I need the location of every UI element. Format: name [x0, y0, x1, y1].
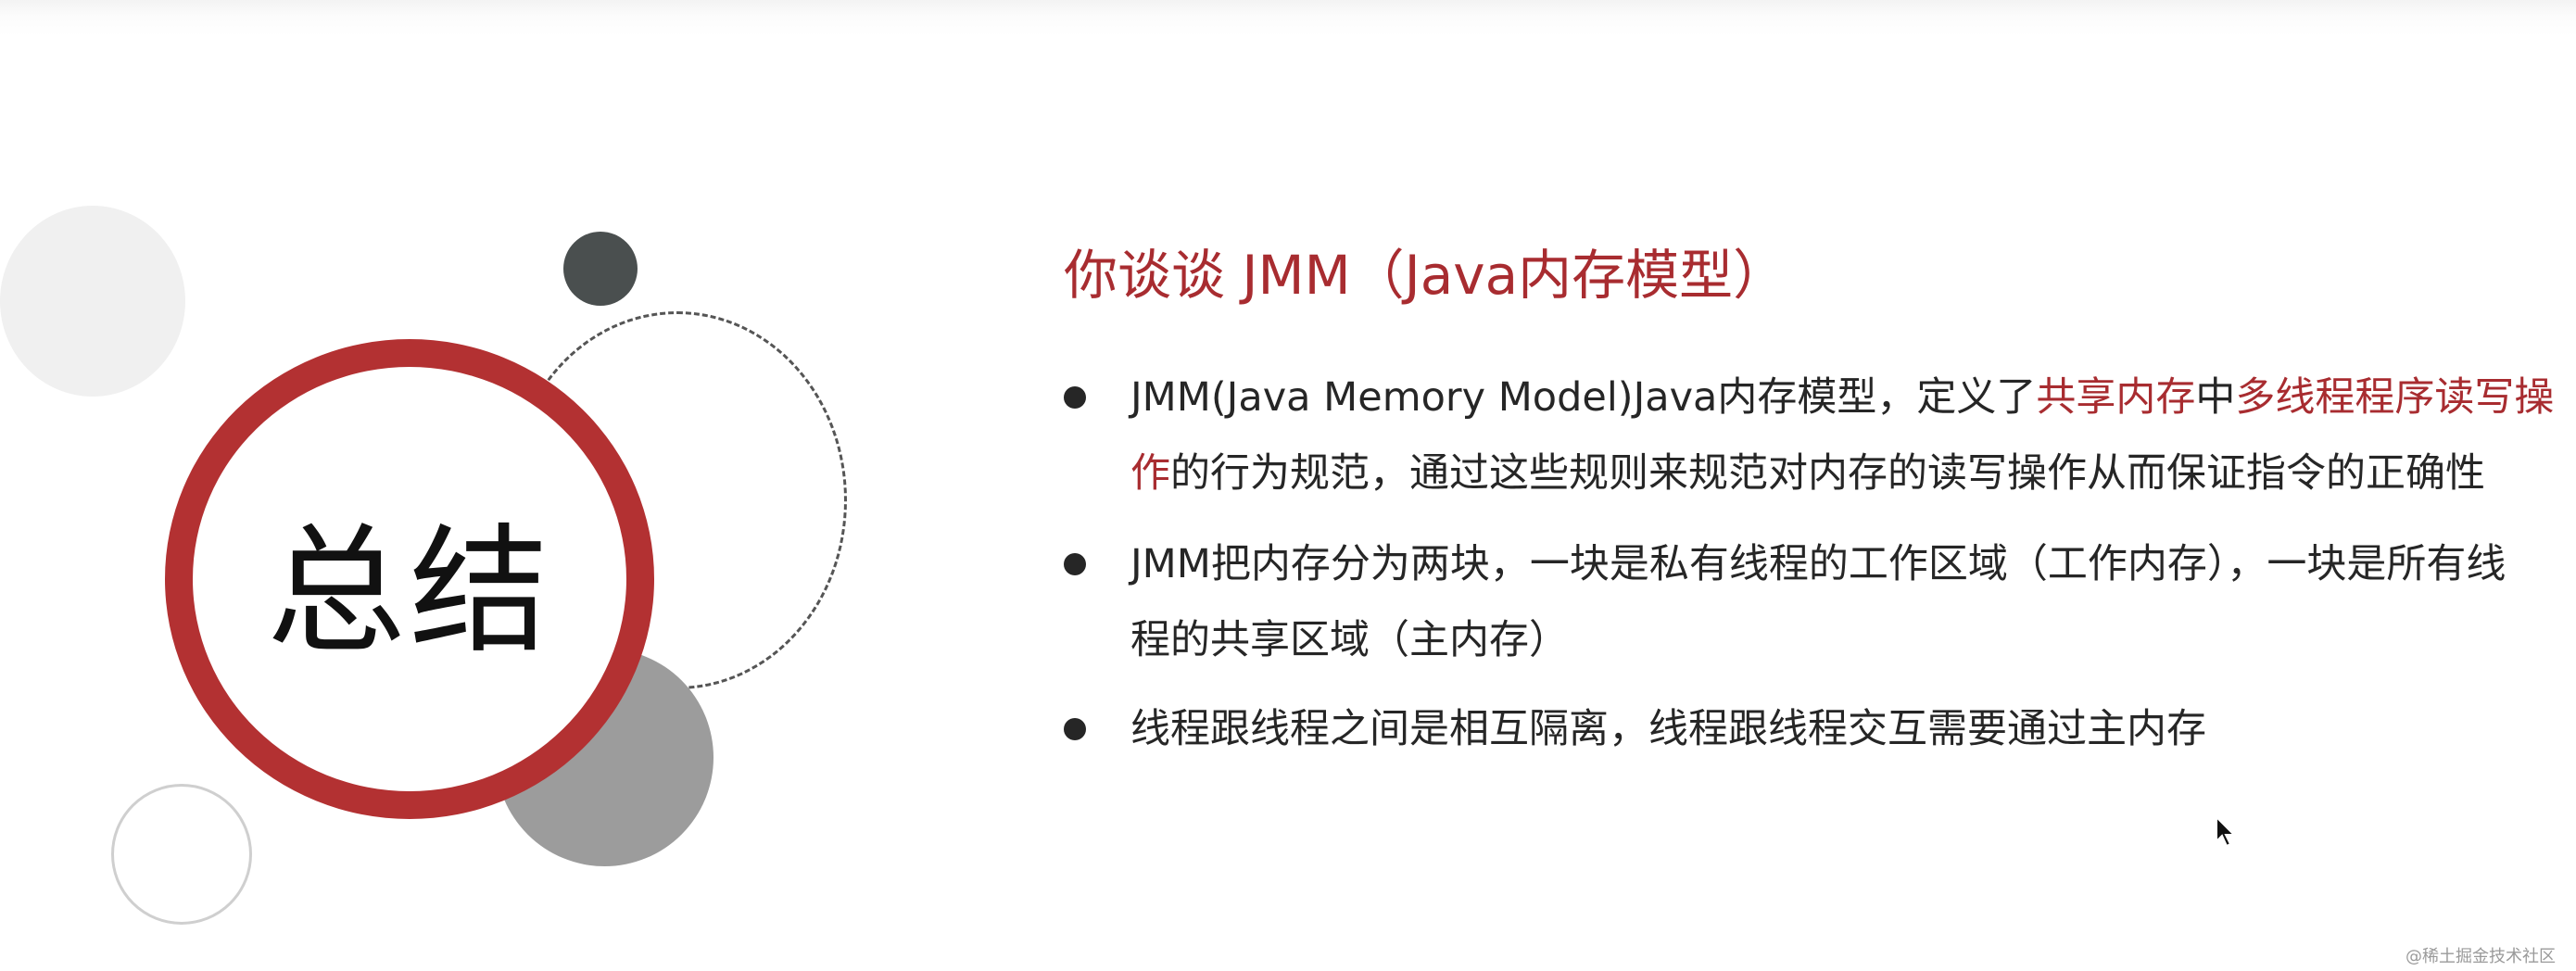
- summary-badge: 总结: [165, 339, 654, 819]
- bullet-text: JMM把内存分为两块，一块是私有线程的工作区域（工作内存），一块是所有线程的共享…: [1130, 541, 2507, 663]
- highlight-shared-memory: 共享内存: [2036, 374, 2196, 421]
- bullet-text: 的行为规范，通过这些规则来规范对内存的读写操作从而保证指令的正确性: [1170, 450, 2485, 497]
- bullet-item-thread-isolation: 线程跟线程之间是相互隔离，线程跟线程交互需要通过主内存: [1064, 691, 2528, 767]
- slide-title: 你谈谈 JMM（Java内存模型）: [1064, 244, 1787, 307]
- bullet-dot-icon: [1064, 553, 1086, 575]
- decorative-circle-dark: [563, 232, 638, 306]
- bullet-dot-icon: [1064, 718, 1086, 740]
- bullet-dot-icon: [1064, 386, 1086, 409]
- watermark: @稀土掘金技术社区: [2406, 947, 2556, 966]
- bullet-list: JMM(Java Memory Model)Java内存模型，定义了共享内存中多…: [1064, 359, 2554, 767]
- bullet-text: 线程跟线程之间是相互隔离，线程跟线程交互需要通过主内存: [1130, 706, 2206, 752]
- bullet-item-jmm-definition: JMM(Java Memory Model)Java内存模型，定义了共享内存中多…: [1064, 359, 2576, 511]
- bullet-text: JMM(Java Memory Model)Java内存模型，定义了: [1130, 374, 2037, 421]
- mouse-cursor-icon: [2216, 815, 2237, 848]
- decorative-circle-outline: [111, 784, 252, 925]
- highlight-multithread-rw: 多线程程序读写操作: [1130, 374, 2555, 497]
- bullet-item-memory-split: JMM把内存分为两块，一块是私有线程的工作区域（工作内存），一块是所有线程的共享…: [1064, 526, 2528, 678]
- summary-badge-text: 总结: [266, 511, 552, 673]
- bullet-text: 中: [2195, 374, 2236, 421]
- decorative-circle-light: [0, 206, 185, 397]
